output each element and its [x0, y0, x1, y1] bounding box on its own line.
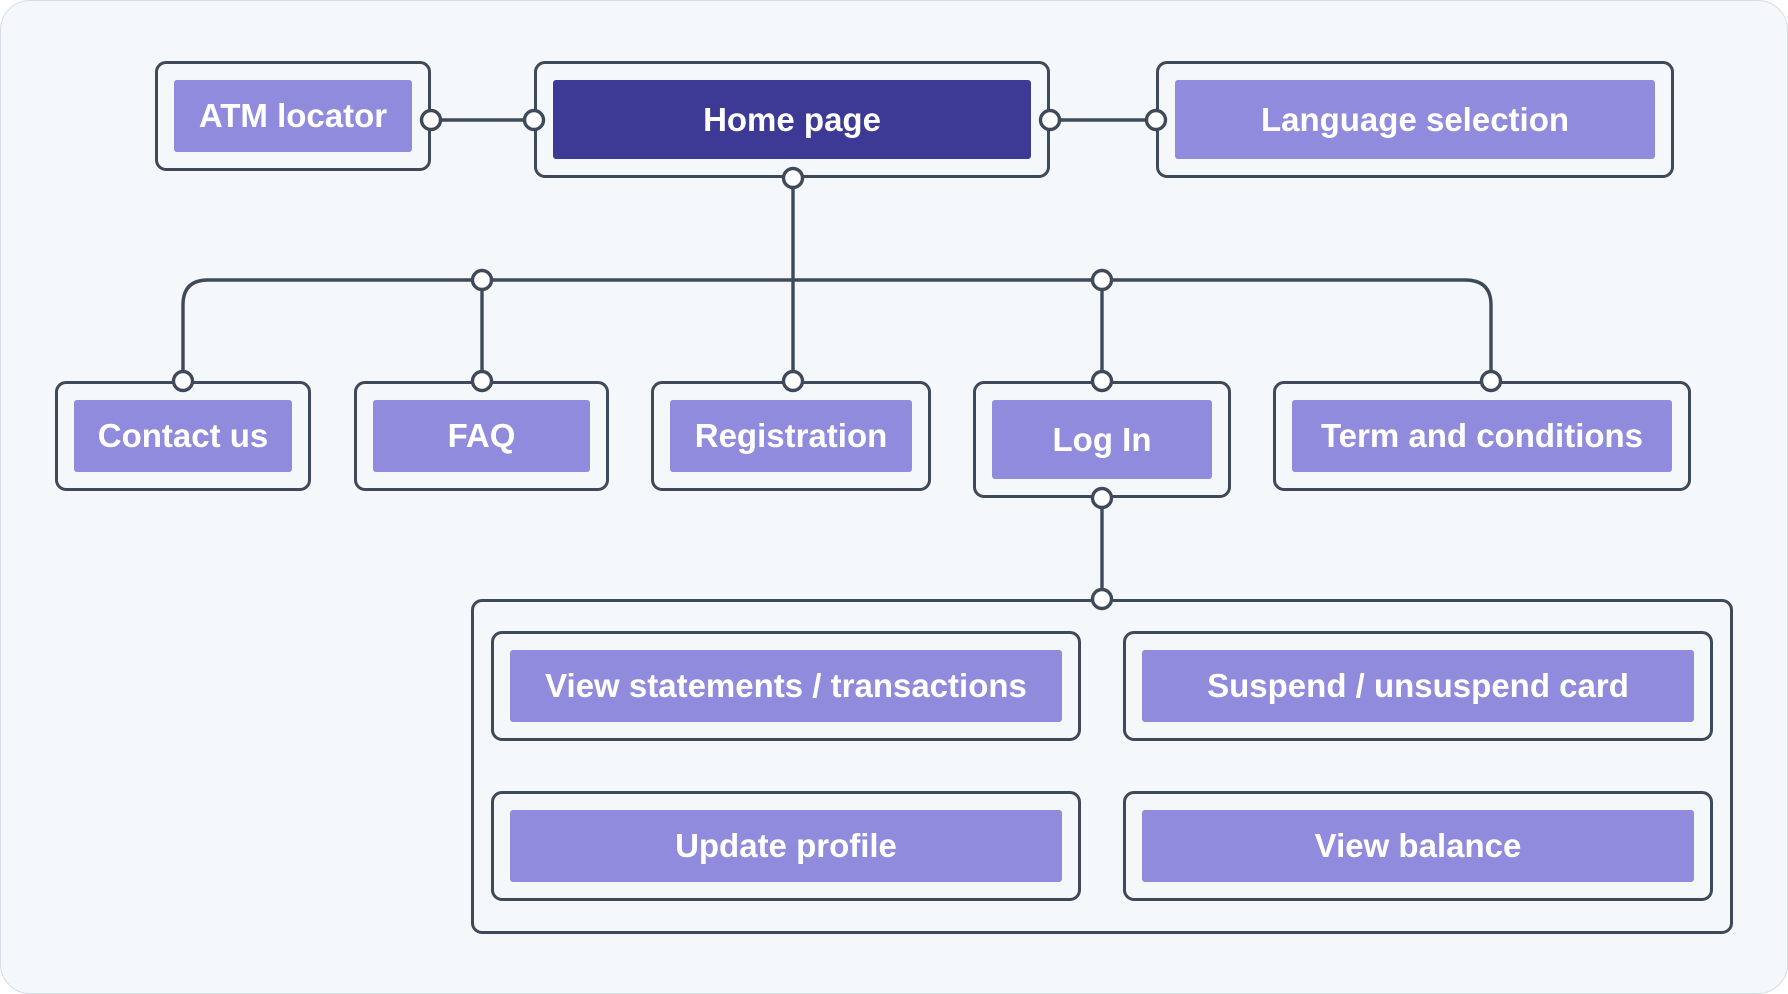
suspend-card-node: Suspend / unsuspend card — [1123, 631, 1713, 741]
language-selection-node: Language selection — [1156, 61, 1674, 178]
registration-label: Registration — [670, 400, 912, 472]
contact-us-label: Contact us — [74, 400, 292, 472]
language-selection-label: Language selection — [1175, 80, 1655, 159]
suspend-card-label: Suspend / unsuspend card — [1142, 650, 1694, 722]
log-in-node: Log In — [973, 381, 1231, 498]
view-statements-label: View statements / transactions — [510, 650, 1062, 722]
home-page-label: Home page — [553, 80, 1031, 159]
view-statements-node: View statements / transactions — [491, 631, 1081, 741]
registration-node: Registration — [651, 381, 931, 491]
atm-locator-label: ATM locator — [174, 80, 412, 152]
home-page-node: Home page — [534, 61, 1050, 178]
faq-label: FAQ — [373, 400, 590, 472]
faq-node: FAQ — [354, 381, 609, 491]
terms-label: Term and conditions — [1292, 400, 1672, 472]
view-balance-label: View balance — [1142, 810, 1694, 882]
view-balance-node: View balance — [1123, 791, 1713, 901]
contact-us-node: Contact us — [55, 381, 311, 491]
log-in-label: Log In — [992, 400, 1212, 479]
terms-node: Term and conditions — [1273, 381, 1691, 491]
update-profile-node: Update profile — [491, 791, 1081, 901]
atm-locator-node: ATM locator — [155, 61, 431, 171]
update-profile-label: Update profile — [510, 810, 1062, 882]
